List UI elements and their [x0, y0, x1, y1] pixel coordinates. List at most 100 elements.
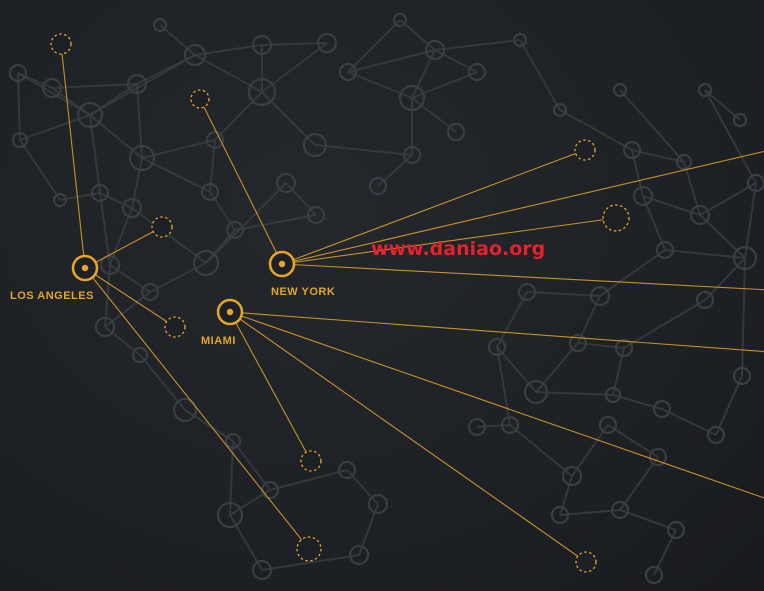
network-node — [732, 366, 752, 386]
network-node — [552, 102, 568, 118]
target-node — [50, 33, 72, 55]
network-node — [152, 17, 168, 33]
network-edge — [347, 19, 401, 73]
network-edge — [704, 89, 757, 184]
network-node — [316, 32, 338, 54]
network-edge — [232, 440, 271, 491]
network-edge — [205, 182, 287, 264]
hub-markers — [71, 250, 296, 326]
network-node — [338, 62, 358, 82]
target-node — [300, 450, 322, 472]
network-node — [568, 333, 588, 353]
network-edge — [619, 89, 685, 163]
network-edge — [51, 83, 138, 89]
network-edge — [559, 109, 633, 151]
network-node — [302, 132, 328, 158]
target-node — [151, 216, 173, 238]
network-edge — [715, 375, 743, 436]
network-edge — [209, 191, 236, 231]
network-node — [251, 559, 273, 581]
network-edge — [99, 192, 111, 266]
route-line-new-york — [281, 149, 586, 265]
route-lines — [60, 43, 764, 563]
network-edge — [347, 71, 413, 99]
target-node — [574, 139, 596, 161]
network-edge — [99, 192, 133, 209]
hub-label-los-angeles: LOS ANGELES — [10, 290, 94, 302]
network-node — [644, 565, 664, 585]
network-edge — [607, 424, 659, 458]
network-node — [446, 122, 466, 142]
network-edge — [19, 139, 61, 201]
network-edge — [131, 207, 207, 264]
network-edge — [261, 554, 360, 571]
network-edge — [89, 114, 143, 159]
network-node — [224, 432, 242, 450]
network-node — [200, 182, 220, 202]
network-node — [604, 386, 622, 404]
network-node — [652, 399, 672, 419]
network-edge — [571, 424, 609, 477]
network-node — [140, 282, 160, 302]
network-node — [275, 172, 297, 194]
route-line-los-angeles — [60, 43, 86, 269]
network-node — [126, 73, 148, 95]
network-node — [337, 460, 357, 480]
network-edge — [704, 257, 746, 301]
hub-label-miami: MIAMI — [201, 335, 236, 347]
network-node — [247, 77, 277, 107]
network-node — [52, 192, 68, 208]
network-node — [550, 505, 570, 525]
network-node — [697, 82, 713, 98]
network-node — [205, 130, 225, 150]
network-node — [368, 176, 388, 196]
target-nodes — [50, 33, 630, 573]
network-node — [424, 39, 446, 61]
network-edge — [184, 409, 234, 442]
target-node — [164, 316, 186, 338]
network-node — [655, 240, 675, 260]
network-node — [648, 447, 668, 467]
network-node — [8, 63, 28, 83]
network-edge — [741, 257, 746, 377]
route-line-new-york — [281, 263, 764, 291]
network-edge — [399, 19, 436, 51]
network-edge — [347, 49, 436, 73]
network-node — [614, 338, 634, 358]
route-line-miami — [229, 311, 764, 353]
route-line-miami — [229, 311, 764, 499]
network-node — [398, 84, 426, 112]
network-node — [367, 493, 389, 515]
network-edge — [314, 144, 413, 156]
network-edge — [17, 72, 91, 116]
network-node — [612, 82, 628, 98]
network-node — [517, 282, 537, 302]
network-edge — [664, 249, 746, 259]
network-node — [561, 465, 583, 487]
network-node — [523, 379, 549, 405]
network-edge — [509, 424, 573, 477]
network-edge — [229, 514, 263, 571]
network-node — [76, 101, 104, 129]
hub-dot-new-york — [278, 260, 286, 268]
network-edge — [619, 509, 677, 531]
route-line-los-angeles — [84, 267, 310, 550]
network-node — [251, 34, 273, 56]
route-line-miami — [229, 311, 312, 462]
network-node — [216, 501, 244, 529]
network-edge — [194, 54, 263, 93]
network-node — [348, 544, 370, 566]
network-edge — [234, 214, 317, 231]
network-edge — [699, 182, 757, 216]
network-node — [689, 204, 711, 226]
network-edge — [704, 89, 741, 121]
network-edge — [17, 72, 21, 141]
network-edge — [411, 97, 457, 133]
network-edge — [89, 114, 101, 194]
network-node — [467, 62, 487, 82]
network-node — [500, 415, 520, 435]
network-node — [225, 220, 245, 240]
network-edge — [285, 182, 317, 216]
route-line-new-york — [281, 217, 617, 265]
